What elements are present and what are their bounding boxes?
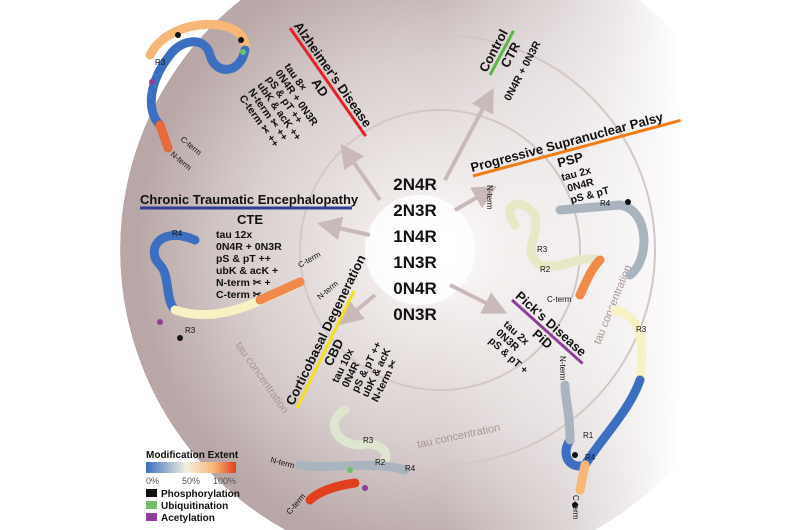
arrows <box>317 87 508 326</box>
disease-detail: 0N4R + 0N3R <box>216 241 282 253</box>
fold-segment <box>555 200 649 280</box>
disease-abbr: CTE <box>237 212 263 227</box>
region-label: R3 <box>537 245 548 254</box>
legend-label: Acetylation <box>161 513 215 524</box>
region-label: R4 <box>585 453 596 462</box>
isoform: 0N4R <box>393 279 436 298</box>
acetylation-dot <box>149 79 155 85</box>
legend-title: Modification Extent <box>146 450 239 461</box>
disease-detail: C-term ✂ <box>216 289 262 301</box>
ubiquitination-dot <box>240 49 246 55</box>
arrow-ad <box>340 143 382 202</box>
fold-segment <box>575 255 605 300</box>
fold-segment <box>155 120 173 153</box>
legend-swatch-ubiquitination <box>146 501 157 509</box>
phosphorylation-dot <box>175 32 181 38</box>
ad-underline <box>288 27 367 137</box>
disease-detail: N-term ✂ + <box>216 277 271 289</box>
legend: Modification Extent 0% 50% 100% Phosphor… <box>146 450 240 524</box>
arrow-ctr <box>443 87 494 181</box>
psp-underline <box>472 118 682 178</box>
fold-segment <box>305 478 360 505</box>
fold-segment <box>295 460 410 475</box>
disease-detail: pS & pT ++ <box>216 253 271 265</box>
region-label: R4 <box>172 229 183 238</box>
terminus-label: N-term <box>558 356 567 381</box>
disease-cte: Chronic Traumatic Encephalopathy CTE tau… <box>140 192 359 301</box>
modification-dots <box>149 32 631 508</box>
cbd-underline <box>295 290 356 409</box>
fold-segment <box>255 277 305 305</box>
terminus-label: C-term <box>547 295 572 304</box>
arrow-cbd <box>338 293 377 326</box>
legend-label: Ubiquitination <box>161 501 228 512</box>
fold-segment <box>505 199 605 271</box>
disease-detail: ubK & acK + <box>216 265 278 277</box>
ubiquitination-dot <box>347 467 353 473</box>
disease-abbr: PSP <box>556 149 585 170</box>
legend-swatch-phosphorylation <box>146 489 157 497</box>
phosphorylation-dot <box>625 199 631 205</box>
disease-name: Chronic Traumatic Encephalopathy <box>140 192 359 207</box>
phosphorylation-dot <box>177 335 183 341</box>
center-glow <box>365 195 475 305</box>
fold-segment <box>146 37 250 130</box>
arrow-cte <box>317 216 371 241</box>
fold-segment <box>329 405 391 470</box>
isoform-list: 2N4R 2N3R 1N4R 1N3R 0N4R 0N3R <box>393 175 436 324</box>
region-label: R1 <box>583 431 594 440</box>
fold-segment <box>610 305 647 385</box>
isoform: 2N3R <box>393 201 436 220</box>
ctr-underline <box>488 30 515 76</box>
protein-cbd: R3 R2 R4 N-term C-term <box>269 405 416 516</box>
isoform: 2N4R <box>393 175 436 194</box>
arrow-pid <box>449 283 508 314</box>
region-label: R3 <box>155 58 166 67</box>
fold-segment <box>575 460 590 495</box>
inner-ring <box>299 109 581 391</box>
phosphorylation-dot <box>572 502 578 508</box>
acetylation-dot <box>157 319 163 325</box>
region-label: R3 <box>185 326 196 335</box>
region-label: R4 <box>600 199 611 208</box>
pid-underline <box>510 298 584 365</box>
phosphorylation-dot <box>572 452 578 458</box>
disease-detail: tau 12x <box>216 229 252 241</box>
legend-tick: 0% <box>146 476 159 486</box>
region-label: R3 <box>636 325 647 334</box>
region-label: R2 <box>540 265 551 274</box>
acetylation-dot <box>362 485 368 491</box>
region-label: R3 <box>363 436 374 445</box>
arrow-psp <box>454 186 497 212</box>
legend-label: Phosphorylation <box>161 489 240 500</box>
outer-ring <box>224 34 656 466</box>
isoform: 1N4R <box>393 227 436 246</box>
isoform: 0N3R <box>393 305 436 324</box>
fold-segment <box>149 230 200 315</box>
phosphorylation-dot <box>238 37 244 43</box>
legend-tick: 50% <box>182 476 200 486</box>
region-label: R4 <box>405 464 416 473</box>
legend-tick: 100% <box>213 476 236 486</box>
terminus-label: N-term <box>485 185 494 210</box>
isoform: 1N3R <box>393 253 436 272</box>
fold-segment <box>560 380 575 445</box>
legend-gradient <box>146 462 236 473</box>
region-label: R2 <box>375 458 386 467</box>
legend-swatch-acetylation <box>146 513 157 521</box>
protein-psp: R4 R3 R2 C-term N-term <box>485 185 649 304</box>
